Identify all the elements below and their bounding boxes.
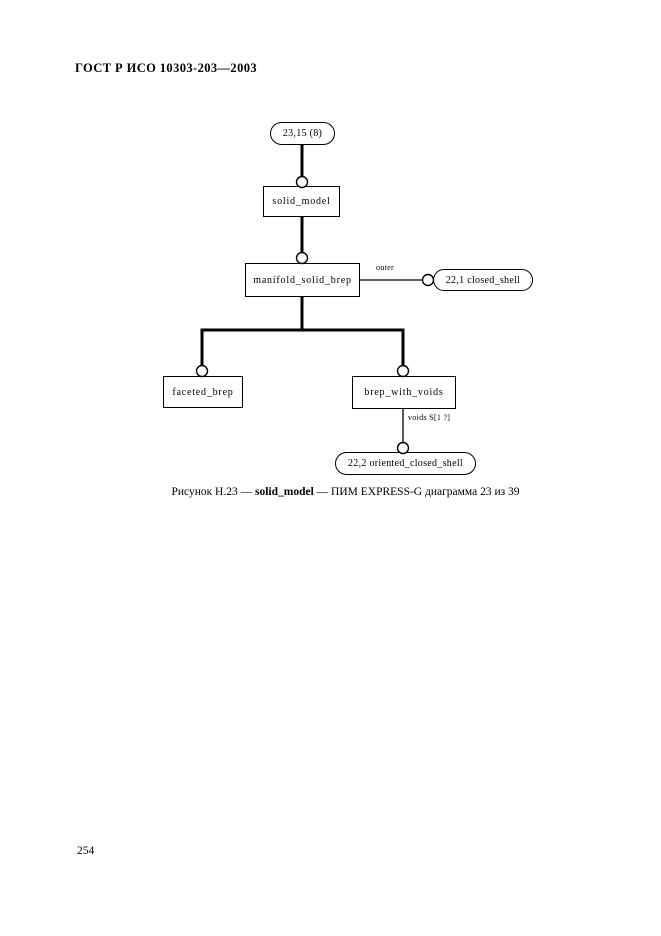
page-ref-oriented-closed-shell: 22,2 oriented_closed_shell xyxy=(335,452,476,475)
page-ref-closed-shell: 22,1 closed_shell xyxy=(433,269,533,291)
entity-label: manifold_solid_brep xyxy=(253,274,352,286)
caption-suffix: — ПИМ EXPRESS-G диаграмма 23 из 39 xyxy=(313,486,520,498)
terminator-circle-closed-shell xyxy=(421,273,435,287)
page-header: ГОСТ Р ИСО 10303-203—2003 xyxy=(75,61,258,75)
entity-label: solid_model xyxy=(272,196,331,207)
caption-entity-name: solid_model xyxy=(255,486,314,498)
caption-prefix: Рисунок Н.23 — xyxy=(171,486,255,498)
entity-label: faceted_brep xyxy=(172,386,234,398)
terminator-circle-faceted xyxy=(195,364,209,378)
terminator-circle-brep-with-voids xyxy=(396,364,410,378)
edge-subtype-tree xyxy=(200,297,405,366)
figure-caption: Рисунок Н.23 — solid_model — ПИМ EXPRESS… xyxy=(15,486,661,498)
entity-solid-model: solid_model xyxy=(263,186,340,217)
page-ref-23-15: 23,15 (8) xyxy=(270,122,335,145)
entity-faceted-brep: faceted_brep xyxy=(163,376,243,408)
page-number: 254 xyxy=(77,845,95,857)
entity-brep-with-voids: brep_with_voids xyxy=(352,376,456,409)
attribute-label-outer: outer xyxy=(376,263,394,272)
entity-label: brep_with_voids xyxy=(364,387,444,398)
page-ref-label: 23,15 (8) xyxy=(282,128,323,139)
page-ref-label: 22,1 closed_shell xyxy=(445,274,521,286)
entity-manifold-solid-brep: manifold_solid_brep xyxy=(245,263,360,297)
terminator-circle-manifold xyxy=(295,251,309,265)
page-ref-label: 22,2 oriented_closed_shell xyxy=(348,458,463,469)
attribute-label-voids: voids S[1 ?] xyxy=(408,413,451,422)
